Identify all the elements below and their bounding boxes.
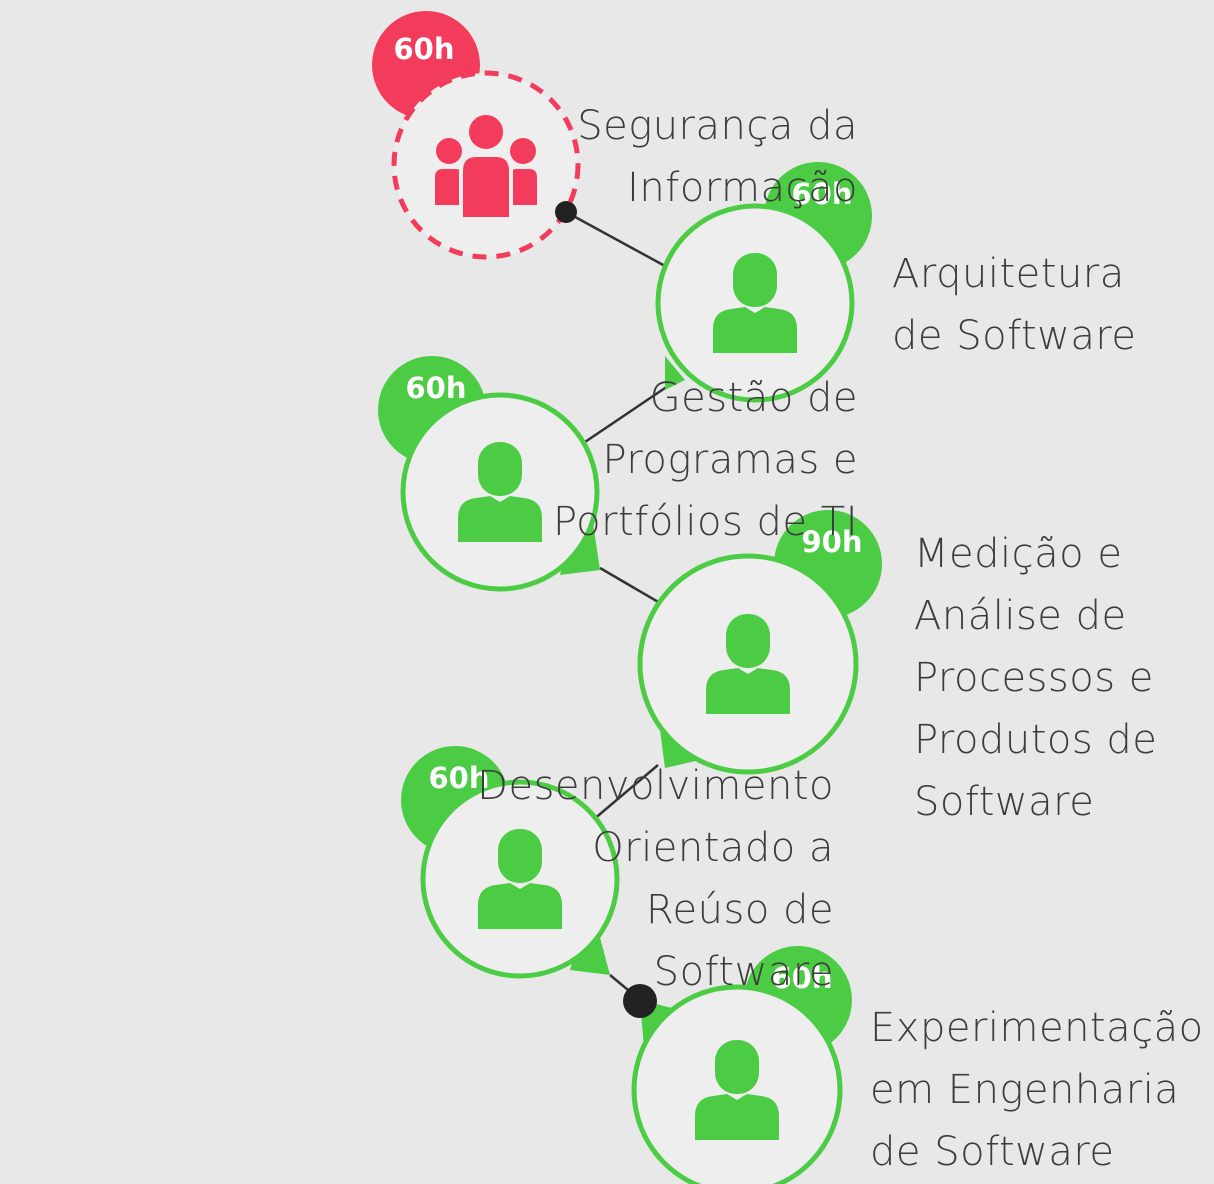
course-title-line: Produtos de: [914, 717, 1158, 763]
person-icon: [713, 253, 797, 353]
course-node-arquitetura[interactable]: 60h: [655, 162, 872, 403]
course-title-line: Arquitetura: [892, 251, 1125, 297]
course-node-experimentacao[interactable]: 60h: [631, 946, 852, 1184]
course-title-gestao: Gestão de Programas e Portfólios de TI: [553, 367, 858, 553]
connector-line: [592, 764, 659, 821]
person-icon: [478, 829, 562, 929]
course-title-line: Portfólios de TI: [552, 499, 858, 545]
course-title-line: Software: [914, 779, 1095, 825]
course-title-experimentacao: Experimentação em Engenharia de Software: [870, 997, 1204, 1183]
group-people-icon: [431, 111, 541, 221]
course-title-line: Experimentação: [870, 1005, 1204, 1051]
course-title-line: em Engenharia: [870, 1067, 1180, 1113]
hours-label: 60h: [405, 371, 466, 405]
course-title-line: de Software: [892, 313, 1137, 359]
course-node-medicao[interactable]: 90h: [637, 510, 882, 775]
course-title-seguranca: Segurança da Informação: [577, 95, 858, 219]
connectors: [565, 210, 669, 1001]
person-icon: [706, 614, 790, 714]
course-title-line: Processos e: [914, 655, 1154, 701]
course-title-line: Medição e: [914, 531, 1123, 577]
connector-line: [581, 384, 669, 446]
course-node-gestao[interactable]: 60h: [378, 356, 600, 592]
course-node-reuso[interactable]: 60h: [401, 746, 620, 979]
course-title-medicao: Medição e Análise de Processos e Produtos d…: [914, 523, 1157, 833]
course-title-line: Informação: [627, 165, 858, 211]
course-title-arquitetura: Arquitetura de Software: [892, 243, 1137, 367]
connector-dot: [555, 201, 577, 223]
course-title-line: Segurança da: [577, 103, 858, 149]
connector-line: [565, 210, 666, 268]
connector-line: [599, 566, 661, 605]
course-title-line: Programas e: [602, 437, 858, 483]
hours-label: 60h: [791, 177, 852, 211]
person-icon: [695, 1040, 779, 1140]
course-title-line: Análise de: [914, 593, 1127, 639]
hours-label: 60h: [771, 961, 832, 995]
course-node-seguranca[interactable]: 60h: [372, 11, 581, 260]
course-title-line: Desenvolvimento: [477, 763, 834, 809]
course-title-line: Software: [653, 949, 834, 995]
hours-label: 90h: [801, 525, 862, 559]
hours-label: 60h: [428, 761, 489, 795]
hours-label: 60h: [393, 32, 454, 66]
person-icon: [458, 442, 542, 542]
connector-dot: [623, 984, 657, 1018]
course-title-line: Reúso de: [646, 887, 834, 933]
course-nodes: 60h 60h 60h 90h 60h 60h: [372, 11, 882, 1184]
course-title-line: Orientado a: [592, 825, 834, 871]
pointer-tail: [665, 356, 685, 390]
course-title-line: de Software: [870, 1129, 1115, 1175]
course-title-line: Gestão de: [649, 375, 858, 421]
